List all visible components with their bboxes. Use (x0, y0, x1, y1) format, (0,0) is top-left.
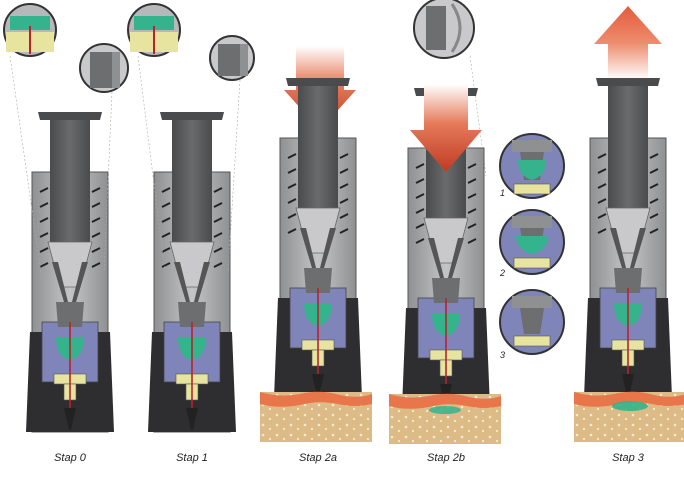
step-1-detail-top (127, 3, 181, 281)
step-2b-detail-top (413, 0, 487, 177)
detail-circle-3 (499, 289, 565, 355)
step-0-detail-top (3, 3, 57, 281)
step-2a-skin (260, 391, 372, 442)
step-1-detail-side (209, 35, 255, 273)
step-2a-injector (273, 77, 363, 399)
step-0-detail-side (79, 43, 129, 273)
step-0-injector (25, 111, 115, 433)
step-label-1: Stap 1 (176, 452, 208, 464)
step-1-injector (147, 111, 237, 433)
step-label-2a: Stap 2a (299, 452, 337, 464)
detail-circle-2 (499, 209, 565, 275)
step-3-skin (574, 391, 684, 442)
step-label-2b: Stap 2b (427, 452, 465, 464)
step-3-injector (583, 77, 673, 399)
detail-number-1: 1 (500, 188, 506, 198)
step-3-up-arrow (594, 6, 662, 80)
step-label-0: Stap 0 (54, 452, 86, 464)
step-2b-skin (389, 393, 501, 444)
detail-number-2: 2 (500, 268, 506, 278)
step-2b-down-arrow (410, 84, 482, 172)
detail-number-3: 3 (500, 350, 506, 360)
step-label-3: Stap 3 (612, 452, 644, 464)
detail-circle-1 (499, 133, 565, 199)
